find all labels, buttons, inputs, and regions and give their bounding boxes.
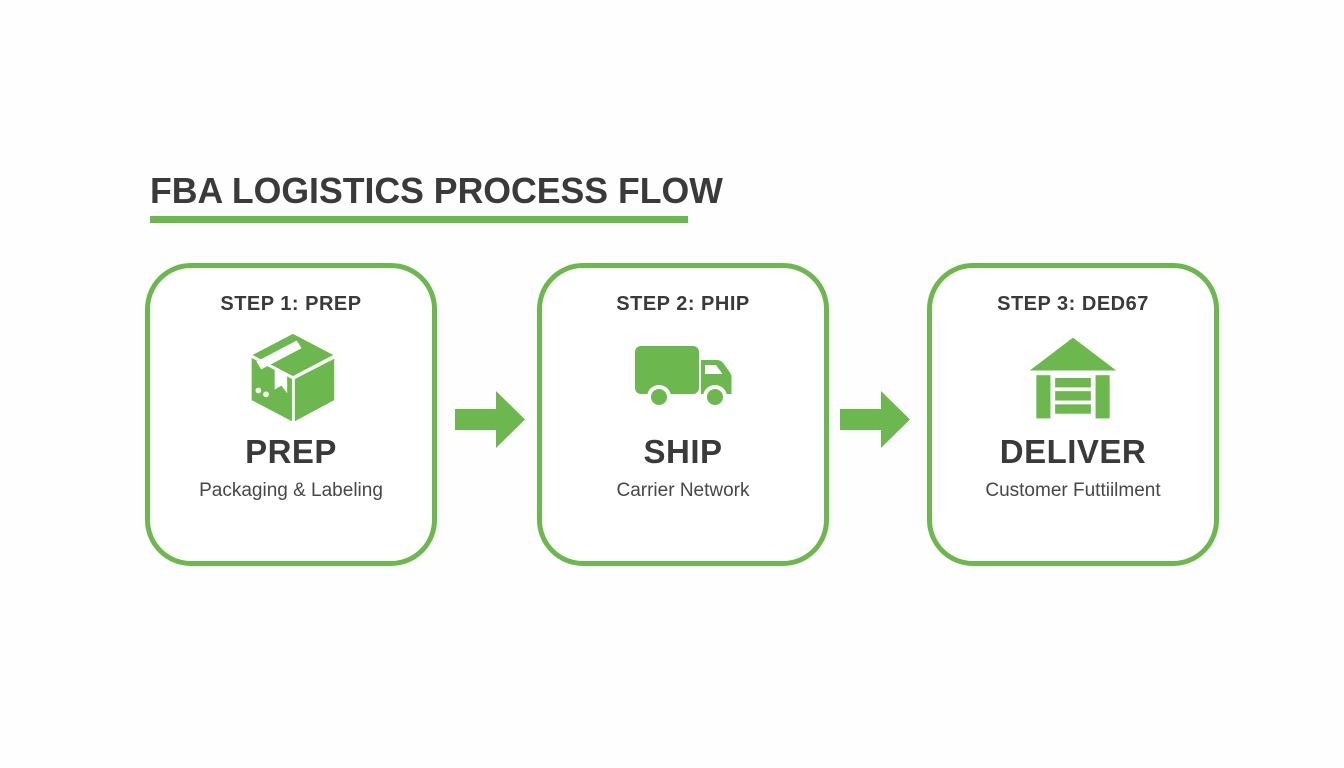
step-label: STEP 1: PREP xyxy=(220,293,362,315)
step-title: SHIP xyxy=(643,433,723,470)
arrow-right-icon xyxy=(455,391,525,448)
step-subtitle: Customer Futtiilment xyxy=(985,479,1161,501)
arrow-right-icon xyxy=(840,391,910,448)
step-card-prep: STEP 1: PREP PREP Packaging & Labeling xyxy=(145,263,437,566)
delivery-truck-icon xyxy=(633,330,733,426)
step-subtitle: Carrier Network xyxy=(616,479,750,501)
step-label: STEP 3: DED67 xyxy=(997,293,1149,315)
step-title: PREP xyxy=(245,433,337,470)
title-underline xyxy=(150,216,688,223)
step-title: DELIVER xyxy=(999,433,1147,470)
step-subtitle: Packaging & Labeling xyxy=(199,479,383,501)
step-card-ship: STEP 2: PHIP SHIP Carrier Network xyxy=(537,263,829,566)
step-label: STEP 2: PHIP xyxy=(616,293,750,315)
page-title: FBA LOGISTICS PROCESS FLOW xyxy=(150,170,723,211)
package-box-icon xyxy=(243,330,339,426)
warehouse-icon xyxy=(1026,330,1120,426)
step-card-deliver: STEP 3: DED67 DELIVER Customer Futtiilme… xyxy=(927,263,1219,566)
